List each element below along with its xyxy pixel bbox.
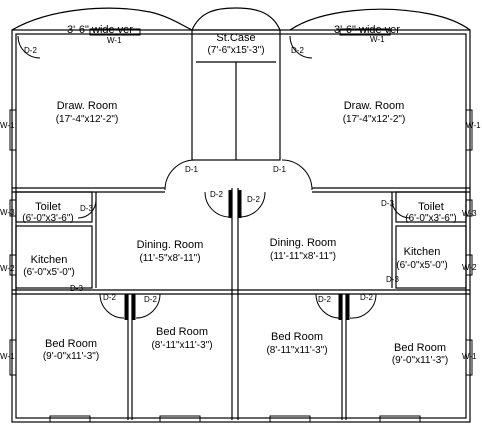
tag-d2-bed2: D-2 [144,295,157,304]
staircase-top-arch [191,7,281,31]
draw-left-dim: (17'-4"x12'-2") [55,114,119,125]
window-w1-top-left [89,28,141,36]
window-w2-left [9,254,17,276]
tag-w2-right: W-2 [462,263,477,272]
kitchen-right-dim: (6'-0"x5'-0") [396,260,448,271]
window-w3-right [465,199,473,217]
window-w2-right [465,254,473,276]
kitchen-left-name: Kitchen [30,254,68,266]
tag-d2-dining-right: D-2 [247,195,260,204]
veranda-left-label: 3'-6" wide ver [67,24,133,36]
window-w1-left [9,109,17,151]
tag-d3-kitchen-left: D-3 [70,284,83,293]
draw-right-dim: (17'-4"x12'-2") [342,114,406,125]
tag-d2-bed3: D-2 [318,295,331,304]
tag-d2-dining-left: D-2 [210,190,223,199]
tag-w1-top-right: W-1 [370,35,385,44]
bed2-name: Bed Room [156,326,208,338]
veranda-right-outline [289,8,471,31]
draw-left-name: Draw. Room [56,100,118,112]
bed3-dim: (8'-11"x11'-3") [266,345,328,356]
tag-w2-left: W-2 [0,264,15,273]
toilet-left-dim: (6'-0"x3'-6") [22,213,74,224]
bed4-name: Bed Room [394,342,446,354]
dining-left-name: Dining. Room [136,239,204,251]
staircase-dim: (7'-6"x15'-3") [207,45,265,56]
door-d2-bed4-swing [349,293,377,319]
kitchen-left-dim: (6'-0"x5'-0") [23,267,75,278]
tag-w3-right: W-3 [462,209,477,218]
tag-d2-bed4: D-2 [360,293,373,302]
tag-w1-bed-right: W-1 [462,352,477,361]
door-d2-center-left-swing [204,191,231,218]
tag-d3-toilet-right: D-3 [381,199,394,208]
door-d2-bed2-swing [135,293,161,319]
tag-w1-bed-left: W-1 [0,352,15,361]
tag-d2-draw-right: D-2 [291,46,304,55]
tag-d2-draw-left: D-2 [24,46,37,55]
kitchen-right-name: Kitchen [403,246,441,258]
door-d2-draw-right-swing [289,35,313,59]
window-w1-right [465,109,473,151]
tag-d3-kitchen-right: D-3 [386,275,399,284]
tag-w3-left: W-3 [0,208,15,217]
bed3-name: Bed Room [271,331,323,343]
door-d1-left-swing [164,159,196,191]
tag-w1-right: W-1 [466,121,481,130]
dining-right-name: Dining. Room [269,237,337,249]
tag-d1-right: D-1 [273,165,286,174]
toilet-right-dim: (6'-0"x3'-6") [405,213,457,224]
draw-right-name: Draw. Room [343,100,405,112]
window-w1-top-right [339,28,391,36]
window-w1-bed-right [465,339,473,376]
bed2-dim: (8'-11"x11'-3") [151,340,213,351]
door-d2-draw-left-swing [17,35,41,59]
veranda-left-outline [11,7,193,31]
door-d2-bed1-swing [99,293,125,319]
toilet-right-name: Toilet [418,201,444,213]
bed1-name: Bed Room [45,338,97,350]
door-d2-center-right-swing [239,191,266,218]
veranda-right-label: 3'-6" wide ver [334,24,400,36]
toilet-left-name: Toilet [35,201,61,213]
door-d3-toilet-left-swing [77,199,97,219]
bed4-dim: (9'-0"x11'-3") [391,355,449,366]
tag-d3-toilet-left: D-3 [80,204,93,213]
tag-d2-bed1: D-2 [103,293,116,302]
bed1-dim: (9'-0"x11'-3") [42,351,100,362]
tag-w1-left: W-1 [0,121,15,130]
window-w3-left [9,199,17,217]
window-w1-bed-left [9,339,17,376]
tag-d1-left: D-1 [185,165,198,174]
dining-left-dim: (11'-5"x8'-11") [139,253,201,264]
door-d1-right-swing [281,159,313,191]
staircase-name: St.Case [216,32,256,44]
door-d2-bed3-swing [315,293,341,319]
door-d3-toilet-right-swing [391,199,411,219]
dining-right-dim: (11'-11"x8'-11") [270,251,336,262]
tag-w1-top-left: W-1 [107,36,122,45]
